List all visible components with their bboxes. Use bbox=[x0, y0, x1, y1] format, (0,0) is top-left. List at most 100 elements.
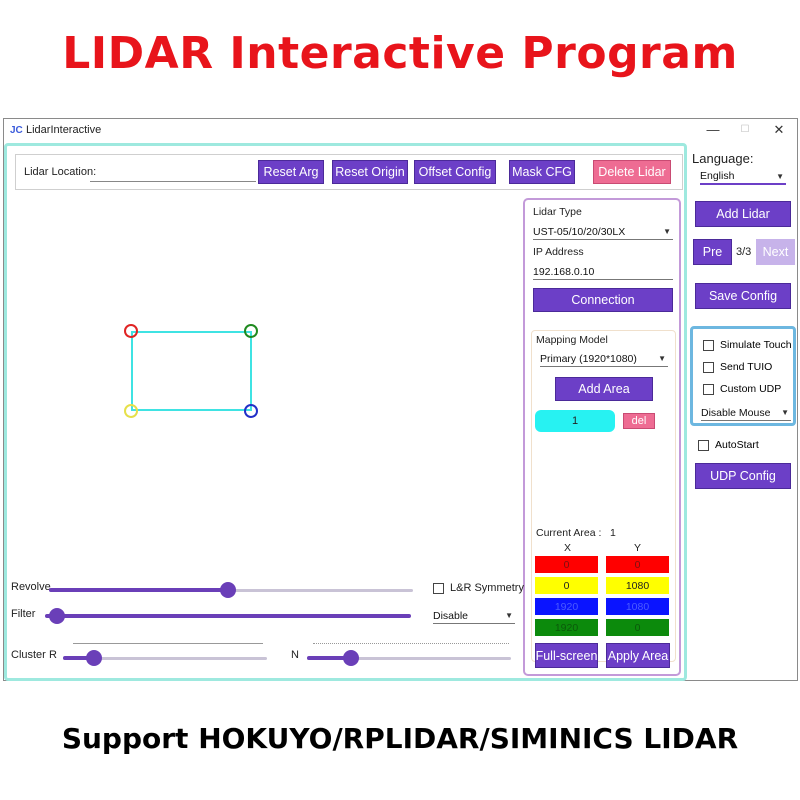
cluster-r-slider-rail bbox=[63, 657, 267, 660]
lidar-type-select[interactable]: UST-05/10/20/30LX ▼ bbox=[533, 224, 673, 240]
checkbox-icon[interactable] bbox=[703, 361, 714, 373]
close-button[interactable]: ✕ bbox=[773, 122, 785, 137]
lidar-location-input[interactable] bbox=[90, 164, 256, 182]
mapping-rectangle[interactable] bbox=[131, 331, 252, 411]
custom-udp-label: Custom UDP bbox=[720, 383, 782, 395]
mask-cfg-button[interactable]: Mask CFG bbox=[509, 160, 575, 184]
revolve-label: Revolve bbox=[11, 581, 51, 593]
lr-symmetry-checkbox[interactable]: L&R Symmetry bbox=[433, 582, 524, 594]
reset-arg-button[interactable]: Reset Arg bbox=[258, 160, 324, 184]
corner-x-cell[interactable]: 0 bbox=[535, 556, 598, 573]
cluster-r-slider-thumb[interactable] bbox=[86, 650, 102, 666]
banner-footer: Support HOKUYO/RPLIDAR/SIMINICS LIDAR bbox=[61, 722, 739, 755]
checkbox-icon[interactable] bbox=[698, 439, 709, 451]
lidar-location-label: Lidar Location: bbox=[24, 166, 97, 178]
corner-y-cell[interactable]: 0 bbox=[606, 619, 669, 636]
corner-handle-top-left[interactable] bbox=[124, 324, 138, 338]
corner-x-cell[interactable]: 0 bbox=[535, 577, 598, 594]
language-label: Language: bbox=[692, 151, 754, 166]
mouse-mode-select[interactable]: Disable Mouse ▼ bbox=[701, 405, 791, 421]
mapping-model-label: Mapping Model bbox=[536, 334, 608, 346]
delete-lidar-button[interactable]: Delete Lidar bbox=[593, 160, 671, 184]
corner-y-cell[interactable]: 0 bbox=[606, 556, 669, 573]
corner-y-cell[interactable]: 1080 bbox=[606, 577, 669, 594]
cluster-r-slider[interactable] bbox=[63, 650, 267, 666]
full-screen-button[interactable]: Full-screen bbox=[535, 643, 598, 668]
connection-button[interactable]: Connection bbox=[533, 288, 673, 312]
next-lidar-button[interactable]: Next bbox=[756, 239, 795, 265]
chevron-down-icon: ▼ bbox=[781, 408, 789, 417]
checkbox-icon[interactable] bbox=[433, 582, 444, 594]
cluster-r-ticks bbox=[73, 643, 263, 646]
minimize-button[interactable]: — bbox=[706, 122, 720, 137]
autostart-checkbox[interactable]: AutoStart bbox=[698, 439, 759, 451]
toolbar: Lidar Location: Reset Arg Reset Origin O… bbox=[15, 154, 683, 190]
n-label: N bbox=[291, 649, 299, 661]
mapping-model-select[interactable]: Primary (1920*1080) ▼ bbox=[540, 351, 668, 367]
main-panel: Lidar Location: Reset Arg Reset Origin O… bbox=[4, 143, 687, 681]
x-column-header: X bbox=[564, 542, 572, 554]
cluster-r-slider-fill bbox=[63, 656, 94, 660]
cluster-r-label: R bbox=[49, 649, 57, 661]
corner-handle-bottom-right[interactable] bbox=[244, 404, 258, 418]
n-ticks bbox=[313, 643, 509, 646]
corner-x-cell[interactable]: 1920 bbox=[535, 619, 598, 636]
current-area-value: 1 bbox=[610, 527, 616, 539]
reset-origin-button[interactable]: Reset Origin bbox=[332, 160, 408, 184]
maximize-button[interactable]: ☐ bbox=[740, 124, 750, 135]
save-config-button[interactable]: Save Config bbox=[695, 283, 791, 309]
ip-address-value: 192.168.0.10 bbox=[533, 265, 595, 278]
checkbox-icon[interactable] bbox=[703, 383, 714, 395]
chevron-down-icon: ▼ bbox=[663, 227, 671, 236]
filter-slider-thumb[interactable] bbox=[49, 608, 65, 624]
send-tuio-checkbox[interactable]: Send TUIO bbox=[703, 361, 772, 373]
output-options-box: Simulate Touch Send TUIO Custom UDP Disa… bbox=[690, 326, 796, 426]
custom-udp-checkbox[interactable]: Custom UDP bbox=[703, 383, 781, 395]
lidar-type-label: Lidar Type bbox=[533, 206, 582, 218]
apply-area-button[interactable]: Apply Area bbox=[606, 643, 670, 668]
current-area-label: Current Area : bbox=[536, 527, 602, 539]
lidar-settings-panel: Lidar Type UST-05/10/20/30LX ▼ IP Addres… bbox=[523, 198, 681, 676]
revolve-slider[interactable] bbox=[49, 582, 413, 598]
language-value: English bbox=[700, 170, 735, 182]
side-panel: Language: English ▼ Add Lidar Pre 3/3 Ne… bbox=[690, 143, 797, 678]
banner-title: LIDAR Interactive Program bbox=[62, 28, 738, 79]
n-slider-thumb[interactable] bbox=[343, 650, 359, 666]
mapping-model-value: Primary (1920*1080) bbox=[540, 352, 637, 365]
filter-slider[interactable] bbox=[45, 608, 411, 624]
chevron-down-icon: ▼ bbox=[505, 611, 513, 620]
corner-handle-bottom-left[interactable] bbox=[124, 404, 138, 418]
previous-lidar-button[interactable]: Pre bbox=[693, 239, 732, 265]
revolve-slider-fill bbox=[49, 588, 228, 592]
autostart-label: AutoStart bbox=[715, 439, 759, 451]
cluster-label: Cluster bbox=[11, 649, 46, 661]
add-lidar-button[interactable]: Add Lidar bbox=[695, 201, 791, 227]
area-chip[interactable]: 1 bbox=[535, 410, 615, 432]
language-select[interactable]: English ▼ bbox=[700, 169, 786, 185]
filter-mode-select[interactable]: Disable ▼ bbox=[433, 608, 515, 624]
checkbox-icon[interactable] bbox=[703, 339, 714, 351]
lidar-type-value: UST-05/10/20/30LX bbox=[533, 225, 626, 238]
simulate-touch-checkbox[interactable]: Simulate Touch bbox=[703, 339, 792, 351]
filter-label: Filter bbox=[11, 608, 36, 620]
n-slider[interactable] bbox=[307, 650, 511, 666]
offset-config-button[interactable]: Offset Config bbox=[414, 160, 496, 184]
corner-x-cell[interactable]: 1920 bbox=[535, 598, 598, 615]
y-column-header: Y bbox=[634, 542, 642, 554]
ip-address-input[interactable]: 192.168.0.10 bbox=[533, 264, 673, 280]
lidar-page-indicator: 3/3 bbox=[736, 246, 752, 258]
add-area-button[interactable]: Add Area bbox=[555, 377, 653, 401]
chevron-down-icon: ▼ bbox=[658, 354, 666, 363]
chevron-down-icon: ▼ bbox=[776, 171, 784, 181]
udp-config-button[interactable]: UDP Config bbox=[695, 463, 791, 489]
n-slider-rail bbox=[307, 657, 511, 660]
corner-y-cell[interactable]: 1080 bbox=[606, 598, 669, 615]
window-title: LidarInteractive bbox=[26, 124, 102, 136]
delete-area-button[interactable]: del bbox=[623, 413, 655, 429]
filter-mode-value: Disable bbox=[433, 609, 469, 622]
corner-handle-top-right[interactable] bbox=[244, 324, 258, 338]
send-tuio-label: Send TUIO bbox=[720, 361, 773, 373]
app-window: JC LidarInteractive — ☐ ✕ Lidar Location… bbox=[3, 118, 798, 681]
revolve-slider-thumb[interactable] bbox=[220, 582, 236, 598]
lidar-canvas[interactable] bbox=[7, 194, 517, 574]
